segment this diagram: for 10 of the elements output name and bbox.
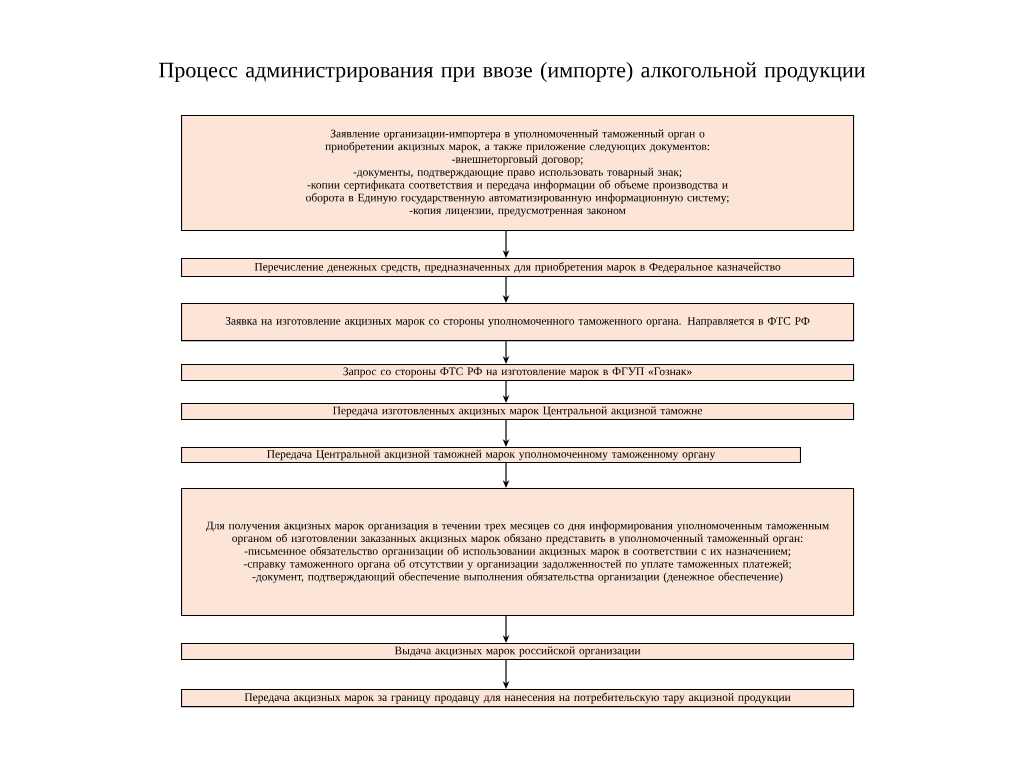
title: Процесс администрирования при ввозе (импорте) алкогольной продукции [159, 62, 865, 82]
process-box: Выдача акцизных марок российской организации [181, 643, 855, 661]
process-box: Заявка на изготовление акцизных марок со стороны уполномоченного таможенного органа. Направляется в ФТС РФ [181, 303, 855, 342]
process-box: Передача Центральной акцизной таможней марок уполномоченному таможенному органу [181, 447, 801, 463]
process-box: Передача изготовленных акцизных марок Центральной акцизной таможне [181, 403, 855, 421]
process-box: Для получения акцизных марок организация в течении трех месяцев со дня информирования уполномоченным таможенным органом об изготовлении заказанных акцизных марок обязано представить в уполномоченный таможенный орган: -письменное обязательство организации об использовании акцизных марок в соответствии с их назначением; -справку таможенного органа об отсутствии у организации задолженностей по уплате таможенных платежей; -документ, подтверждающий обеспечение выполнения обязательства организации (денежное обеспечение) [181, 488, 855, 616]
process-box: Перечисление денежных средств, предназначенных для приобретения марок в Федеральное казначейство [181, 258, 855, 278]
process-box: Запрос со стороны ФТС РФ на изготовление марок в ФГУП «Гознак» [181, 364, 855, 382]
process-box: Передача акцизных марок за границу продавцу для нанесения на потребительскую тару акцизной продукции [181, 689, 855, 708]
process-box: Заявление организации-импортера в уполномоченный таможенный орган о приобретении акцизных марок, а также приложение следующих документов: -внешнеторговый договор; -документы, подтверждающие право использовать товарный знак; -копии сертификата соответствия и передача информации об объеме производства и оборота в Единую государственную автоматизированную информационную систему; -копия лицензии, предусмотренная законом [181, 115, 855, 231]
